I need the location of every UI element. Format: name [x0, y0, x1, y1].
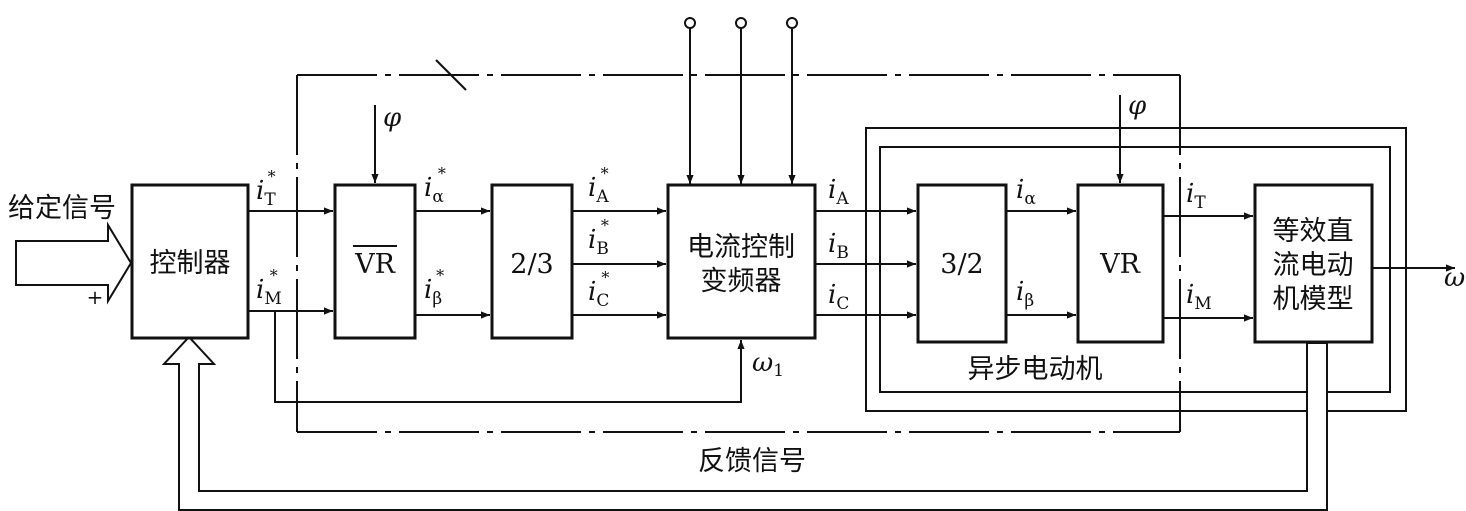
current-controlled-converter-block [666, 183, 817, 340]
controller-label: 控制器 [150, 248, 231, 279]
dc-model-label-line3: 机模型 [1273, 284, 1354, 315]
three-two-label: 3/2 [940, 249, 983, 280]
iT-ref-label: iT* [256, 167, 276, 210]
inverse-vr-label: VR [354, 249, 395, 280]
signal-lines [248, 95, 1455, 403]
ibeta-ref-label: iβ* [424, 266, 444, 309]
ac-supply-symbol: ~ [730, 0, 753, 11]
vr-block [1076, 183, 1165, 344]
async-motor-label: 异步电动机 [968, 354, 1103, 385]
equivalent-motor-inner-frame [879, 146, 1391, 393]
given-signal-arrow [15, 221, 133, 305]
dc-model-label-line1: 等效直 [1273, 216, 1354, 247]
dc-model-label-line2: 流电动 [1273, 250, 1354, 281]
ialpha-label: iα [1016, 175, 1036, 209]
converter-label-line2: 变频器 [701, 266, 782, 297]
two-three-label: 2/3 [510, 249, 553, 280]
iM-ref-label: iM* [256, 266, 282, 309]
three-two-transform-block [916, 183, 1008, 344]
two-three-transform-block [490, 183, 574, 340]
ac-supply-terminals [684, 17, 798, 184]
iA-ref-label: iA* [588, 164, 609, 207]
iM-label: iM [1186, 280, 1212, 314]
controller-block [130, 183, 250, 340]
converter-label-line1: 电流控制 [687, 232, 795, 263]
omega-output-label: ω [1444, 263, 1465, 293]
feedback-signal-label: 反馈信号 [698, 446, 806, 477]
iA-label: iA [828, 175, 849, 209]
feedback-signal-arrow [161, 335, 1328, 511]
phi-inverse-label: φ [383, 103, 402, 133]
given-signal-label: 给定信号 [8, 193, 116, 224]
vr-label: VR [1099, 249, 1140, 280]
iT-label: iT [1186, 179, 1206, 213]
dc-motor-model-block [1253, 183, 1374, 344]
iC-label: iC [828, 280, 849, 314]
iC-ref-label: iC* [588, 268, 609, 311]
ialpha-ref-label: iα* [424, 164, 446, 207]
ibeta-label: iβ [1016, 277, 1034, 311]
iB-ref-label: iB* [588, 216, 609, 259]
plus-sign: + [87, 285, 104, 309]
inverse-transform-boundary [296, 59, 1181, 433]
inverse-vr-block [333, 183, 417, 340]
omega1-label: ω1 [752, 348, 784, 381]
phi-label: φ [1128, 91, 1147, 121]
equivalent-motor-outer-frame [865, 127, 1407, 412]
iB-label: iB [828, 229, 849, 263]
